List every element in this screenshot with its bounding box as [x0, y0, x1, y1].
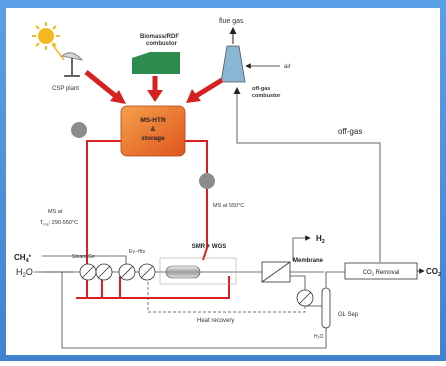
h2o-label: H2O: [16, 267, 33, 279]
offgas-label: off-gas: [338, 127, 362, 136]
ms-htr-storage: [120, 105, 186, 157]
heat-recovery-line: [147, 280, 306, 313]
t-ms-label: Tms: 290-550°C: [40, 220, 78, 227]
steam-generator-exchangers: [79, 263, 156, 281]
ms-at-550-label: MS at 550°C: [213, 203, 244, 209]
ch4-line: [42, 255, 127, 266]
offgas-combustor-unit: [220, 45, 246, 83]
offgas-combustor-label-line1: off-gas: [252, 86, 270, 92]
glsep-to-co2-line: [325, 271, 345, 288]
retentate-line: [290, 275, 306, 290]
ch4-label: CH4*: [14, 253, 32, 264]
ms-htr-label-3: storage: [141, 135, 165, 142]
water-recycle-line: [61, 272, 327, 349]
h2-line: [292, 235, 311, 261]
gl-separator: [321, 287, 331, 329]
combustor-label-line2: combustor: [146, 41, 178, 47]
cooler-exchanger: [296, 289, 314, 307]
csp-plant-label: CSP plant: [52, 86, 79, 92]
co2-out-label: CO2: [426, 267, 441, 278]
offgas-line: [233, 87, 381, 262]
ms-pump-left: [71, 122, 87, 138]
offgas-combustor-label-line2: combustor: [252, 93, 281, 99]
air-label: air: [284, 64, 291, 70]
combustor-label-line1: Biomass/RDF: [140, 34, 179, 40]
smr-wgs-label: SMR + WGS: [192, 244, 227, 250]
co2-removal-label: CO2 Removal: [363, 270, 400, 277]
gl-sep-label: GL Sep: [338, 312, 359, 318]
h2o-recycle-label: H₂O: [314, 334, 324, 340]
membrane-diagonal: [261, 261, 291, 283]
steam-gen-label: Steam-Ge: [72, 254, 95, 260]
flue-gas-label: flue gas: [219, 18, 244, 25]
h2-label: H2: [316, 234, 325, 245]
csp-plant-icon: [32, 22, 84, 77]
combustor-icon: [132, 52, 180, 74]
membrane-label: Membrane: [293, 258, 324, 264]
ms-at-label: MS at: [48, 209, 63, 215]
ms-htr-label-1: MS-HTR: [140, 117, 166, 124]
ms-htr-label-2: &: [151, 126, 156, 133]
smr-wgs-box: [159, 257, 237, 285]
ms-pump-right: [199, 173, 215, 189]
heat-arrows: [84, 70, 224, 104]
smr-wgs-reactor: [165, 265, 201, 279]
ev-hts-label: Ev.-Hts: [129, 249, 146, 255]
heat-recovery-label: Heat recovery: [197, 318, 234, 324]
